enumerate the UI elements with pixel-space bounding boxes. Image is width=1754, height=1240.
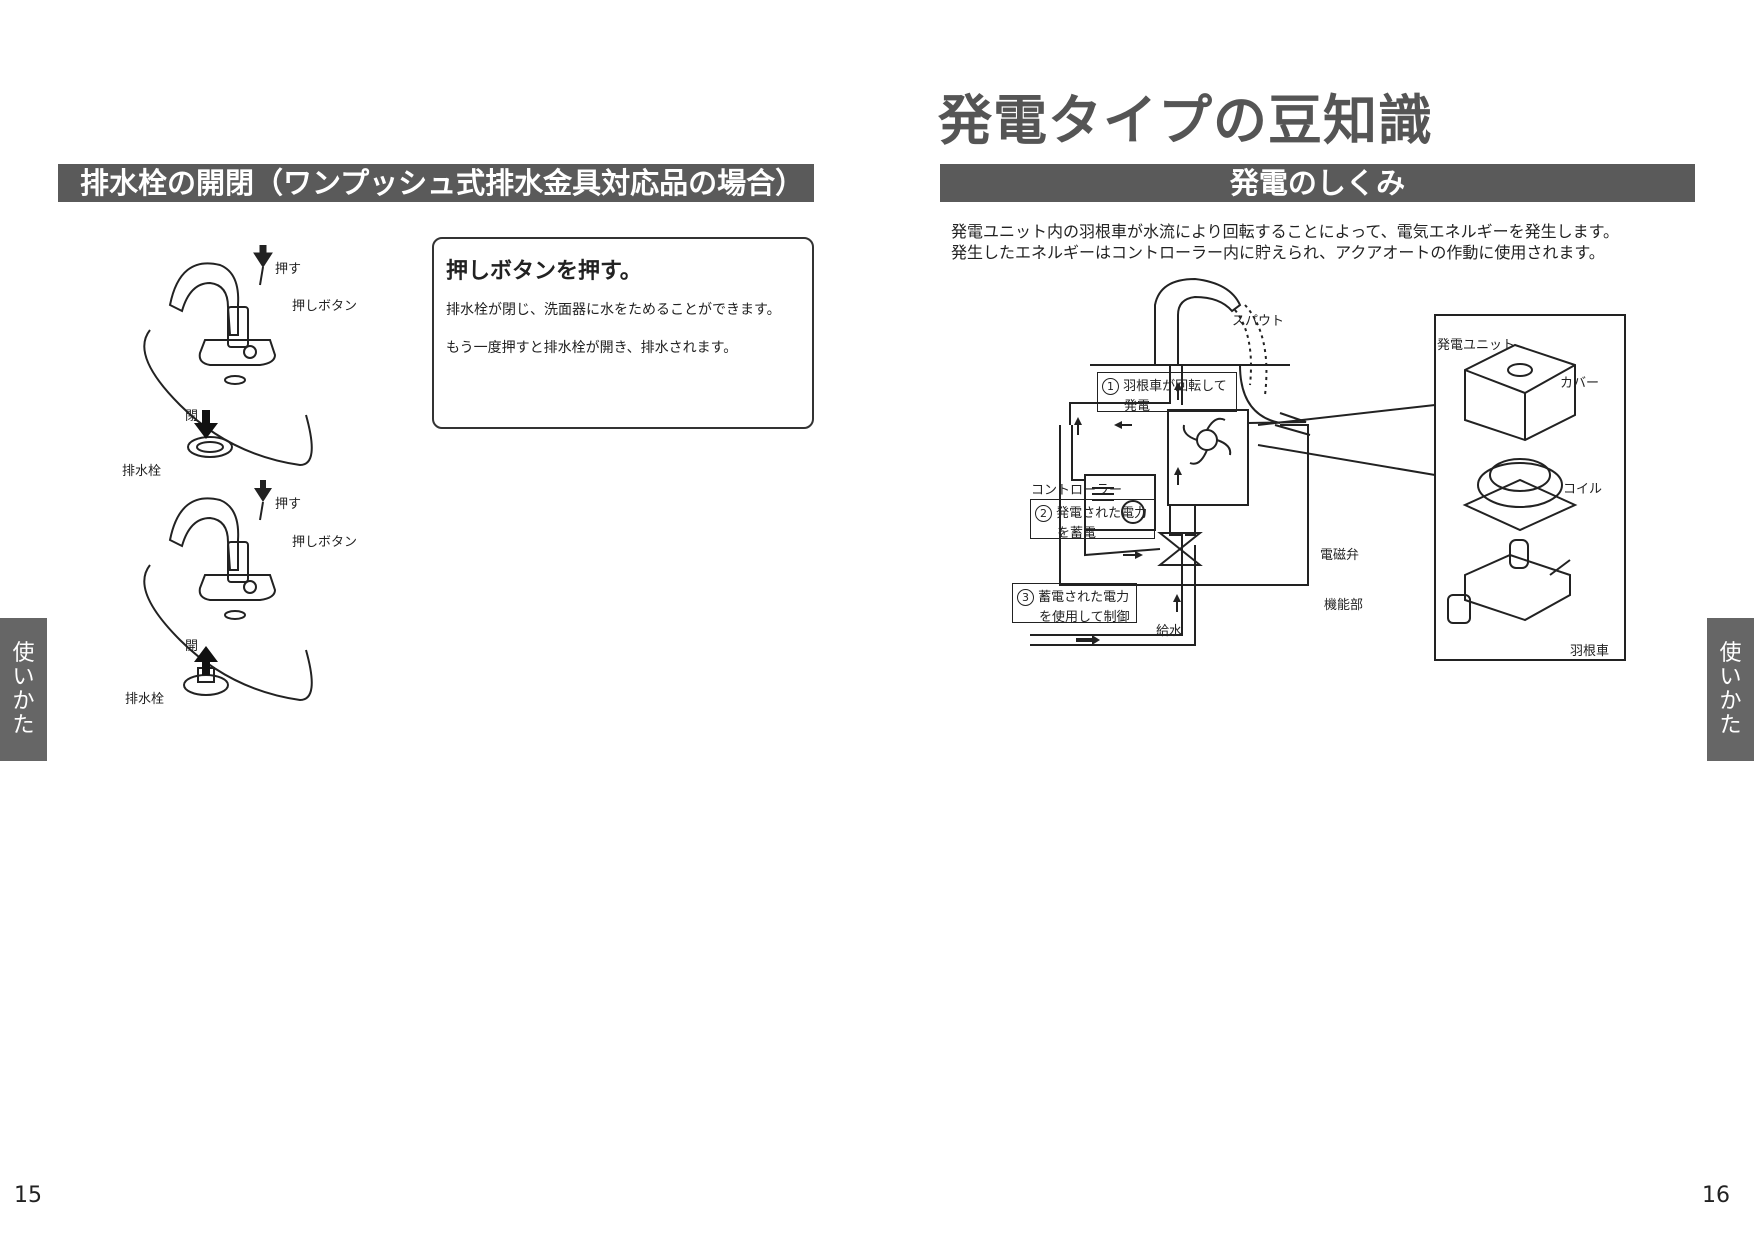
label-impeller: 羽根車: [1570, 644, 1610, 659]
right-section-title: 発電のしくみ: [940, 164, 1695, 202]
side-tab-right: 使 い か た: [1707, 618, 1754, 761]
step-3-text-a: 蓄電された電力: [1038, 590, 1130, 605]
page-number-right: 16: [1702, 1183, 1730, 1208]
arrow-up-icon: [194, 646, 218, 675]
label-water-supply: 給水: [1156, 624, 1183, 639]
side-tab-char: 使: [12, 640, 35, 666]
instruction-line-2: もう一度押すと排水栓が開き、排水されます。: [446, 340, 738, 356]
faucet-closed-figure: [143, 262, 313, 467]
intro-line-1: 発電ユニット内の羽根車が水流により回転することによって、電気エネルギーを発生しま…: [951, 222, 1620, 241]
intro-line-2: 発生したエネルギーはコントローラー内に貯えられ、アクアオートの作動に使用されます…: [951, 243, 1605, 262]
arrow-down-icon: [194, 410, 218, 439]
instruction-line-1: 排水栓が閉じ、洗面器に水をためることができます。: [446, 302, 781, 318]
label-controller: コントローラー: [1031, 483, 1123, 498]
label-solenoid-valve: 電磁弁: [1320, 548, 1360, 563]
label-spout: スパウト: [1232, 314, 1285, 329]
step-2-text-a: 発電された電力: [1056, 506, 1148, 521]
step-1-text-b: 発電: [1124, 399, 1151, 414]
side-tab-left: 使 い か た: [0, 618, 47, 761]
side-tab-char: か: [12, 688, 35, 714]
left-section-title: 排水栓の開閉（ワンプッシュ式排水金具対応品の場合）: [58, 164, 814, 202]
label-cover: カバー: [1560, 376, 1600, 391]
faucet-illustration: [143, 245, 313, 702]
label-push-1: 押す: [275, 262, 302, 277]
faucet-open-figure: [143, 497, 313, 702]
side-tab-char: い: [1719, 664, 1742, 690]
step-3-text-b: を使用して制御: [1039, 610, 1130, 625]
label-coil: コイル: [1563, 482, 1603, 497]
label-function-unit: 機能部: [1324, 598, 1364, 613]
intro-text: 発電ユニット内の羽根車が水流により回転することによって、電気エネルギーを発生しま…: [951, 221, 1619, 263]
flow-arrows: [1074, 382, 1182, 645]
callout-step-3: 3 蓄電された電力 を使用して制御: [1012, 583, 1137, 625]
step-number-1: 1: [1102, 378, 1119, 395]
impeller-symbol: [1182, 417, 1232, 465]
label-drain-plug-2: 排水栓: [125, 692, 165, 707]
label-generator-unit: 発電ユニット: [1437, 338, 1516, 353]
callout-step-2: 2 発電された電力 を蓄電: [1030, 499, 1155, 541]
label-push-button-1: 押しボタン: [292, 299, 358, 314]
label-push-2: 押す: [275, 497, 302, 512]
instruction-box: 押しボタンを押す。 排水栓が閉じ、洗面器に水をためることができます。 もう一度押…: [432, 237, 814, 429]
page-title: 発電タイプの豆知識: [938, 89, 1433, 152]
instruction-title: 押しボタンを押す。: [446, 259, 642, 284]
step-2-text-b: を蓄電: [1057, 526, 1097, 541]
page-number-left: 15: [14, 1183, 42, 1208]
callout-step-1: 1 羽根車が回転して 発電: [1097, 372, 1237, 414]
side-tab-char: た: [12, 712, 35, 738]
side-tab-char: い: [12, 664, 35, 690]
step-1-text-a: 羽根車が回転して: [1123, 379, 1227, 394]
label-open: 開: [185, 639, 199, 654]
label-push-button-2: 押しボタン: [292, 535, 358, 550]
side-tab-char: た: [1719, 712, 1742, 738]
side-tab-char: か: [1719, 688, 1742, 714]
label-close: 閉: [185, 409, 199, 424]
step-number-2: 2: [1035, 505, 1052, 522]
arrow-down-icon: [254, 480, 272, 502]
arrow-down-icon: [253, 245, 273, 268]
step-number-3: 3: [1017, 589, 1034, 606]
side-tab-char: 使: [1719, 640, 1742, 666]
label-drain-plug-1: 排水栓: [122, 464, 162, 479]
generator-diagram: [1030, 277, 1626, 661]
